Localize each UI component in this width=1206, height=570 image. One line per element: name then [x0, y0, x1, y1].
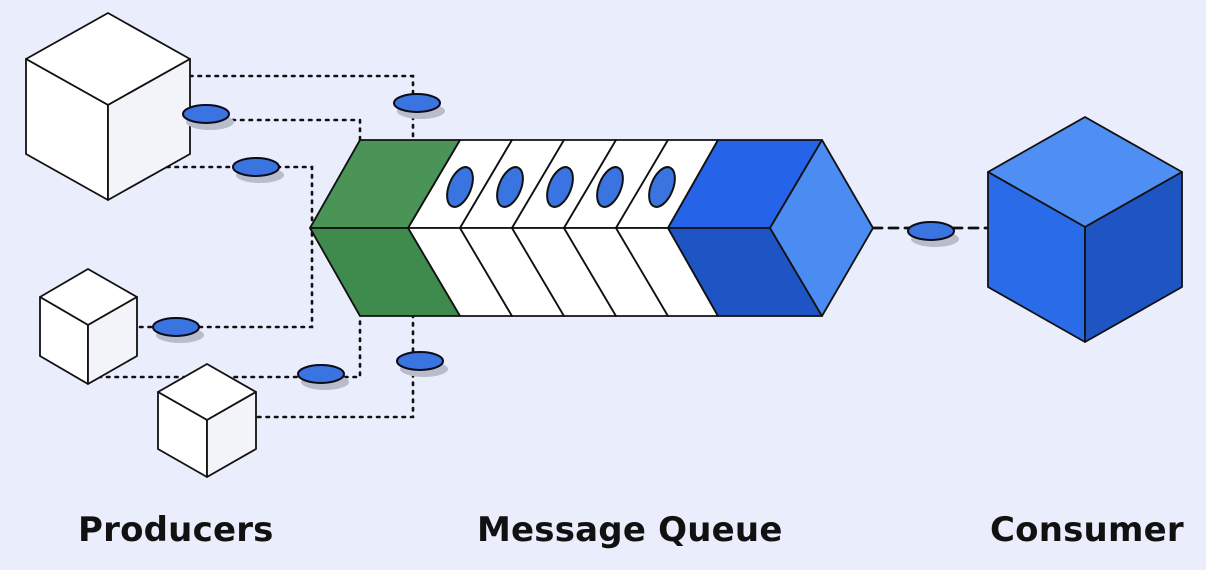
message-queue-label: Message Queue	[477, 510, 783, 550]
producer-small-cube-b-icon	[157, 363, 257, 478]
producer-large-cube-icon	[25, 12, 191, 201]
connector-top-producer-lower	[148, 165, 314, 230]
message-disc-icon	[648, 166, 676, 208]
message-disc-icon	[152, 317, 205, 344]
message-disc-icon	[546, 166, 574, 208]
producer-small-cube-a-icon	[39, 268, 138, 385]
connector-small-producer-a	[138, 226, 314, 329]
message-disc-icon	[596, 166, 624, 208]
message-disc-icon	[496, 166, 524, 208]
message-disc-icon	[446, 166, 474, 208]
producers-label: Producers	[78, 510, 274, 550]
message-disc-icon	[232, 157, 285, 184]
connector-small-producer-c	[256, 314, 415, 419]
connector-lines	[88, 74, 992, 419]
queued-messages	[446, 166, 676, 208]
message-disc-icon	[907, 221, 960, 248]
queue-tail-blue	[667, 139, 874, 317]
connector-top-producer-upper	[188, 74, 415, 142]
message-disc-icon	[182, 104, 235, 131]
message-disc-icon	[393, 93, 446, 120]
message-disc-icon	[297, 364, 350, 391]
consumer-label: Consumer	[990, 510, 1184, 550]
consumer-cube-icon	[987, 116, 1183, 343]
connector-top-producer-middle	[188, 118, 362, 142]
queue-head-green	[309, 139, 461, 317]
message-disc-icon	[396, 351, 449, 378]
